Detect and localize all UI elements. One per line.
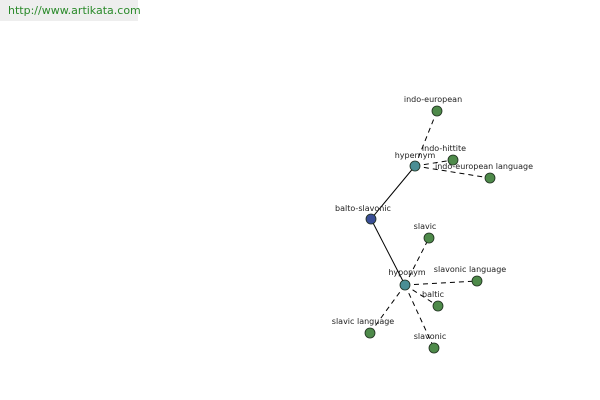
edge-hyponym-slavonic bbox=[404, 284, 435, 349]
graph-edges bbox=[369, 110, 491, 349]
node-indo-european-language[interactable]: indo-european language bbox=[435, 162, 533, 184]
edge-balto-slavonic-hyponym bbox=[370, 218, 406, 286]
node-label-balto-slavonic: balto-slavonic bbox=[335, 204, 391, 213]
node-slavonic-language[interactable]: slavonic language bbox=[434, 265, 506, 287]
edge-hypernym-indo-european-language bbox=[414, 165, 491, 179]
node-circle-balto-slavonic[interactable] bbox=[365, 213, 377, 225]
node-label-slavic-language: slavic language bbox=[332, 317, 395, 326]
site-url-link[interactable]: http://www.artikata.com bbox=[0, 0, 141, 21]
node-indo-european[interactable]: indo-european bbox=[404, 95, 462, 117]
graph-nodes: balto-slavonic hypernym hyponym indo-europe… bbox=[332, 95, 533, 354]
edge-hyponym-slavic-language bbox=[369, 284, 406, 334]
node-balto-slavonic[interactable]: balto-slavonic bbox=[335, 204, 391, 225]
node-hyponym[interactable]: hyponym bbox=[388, 268, 426, 291]
node-label-hypernym: hypernym bbox=[395, 151, 436, 160]
node-baltic[interactable]: baltic bbox=[422, 290, 444, 312]
node-circle-slavonic-language[interactable] bbox=[471, 275, 483, 287]
node-circle-indo-hittite[interactable] bbox=[447, 154, 459, 166]
edge-balto-slavonic-hypernym bbox=[370, 165, 416, 220]
node-label-baltic: baltic bbox=[422, 290, 444, 299]
node-circle-hyponym[interactable] bbox=[399, 279, 411, 291]
node-indo-hittite[interactable]: indo-hittite bbox=[422, 144, 466, 166]
node-slavic-language[interactable]: slavic language bbox=[332, 317, 395, 339]
node-circle-slavonic[interactable] bbox=[428, 342, 440, 354]
edge-hyponym-slavonic-language bbox=[404, 280, 478, 286]
node-label-indo-hittite: indo-hittite bbox=[422, 144, 466, 153]
node-slavic[interactable]: slavic bbox=[414, 222, 437, 244]
edge-hypernym-indo-hittite bbox=[414, 159, 454, 167]
node-circle-baltic[interactable] bbox=[432, 300, 444, 312]
edge-hypernym-indo-european bbox=[414, 110, 438, 167]
node-label-indo-european-language: indo-european language bbox=[435, 162, 533, 171]
node-circle-slavic-language[interactable] bbox=[364, 327, 376, 339]
node-circle-indo-european[interactable] bbox=[431, 105, 443, 117]
node-label-hyponym: hyponym bbox=[388, 268, 426, 277]
node-hypernym[interactable]: hypernym bbox=[395, 151, 436, 172]
node-circle-slavic[interactable] bbox=[423, 232, 435, 244]
edge-hyponym-baltic bbox=[404, 284, 439, 307]
node-label-indo-european: indo-european bbox=[404, 95, 462, 104]
node-label-slavonic-language: slavonic language bbox=[434, 265, 506, 274]
node-circle-indo-european-language[interactable] bbox=[484, 172, 496, 184]
node-label-slavic: slavic bbox=[414, 222, 437, 231]
node-circle-hypernym[interactable] bbox=[409, 160, 421, 172]
edge-hyponym-slavic bbox=[404, 237, 430, 286]
node-label-slavonic: slavonic bbox=[414, 332, 447, 341]
node-slavonic[interactable]: slavonic bbox=[414, 332, 447, 354]
